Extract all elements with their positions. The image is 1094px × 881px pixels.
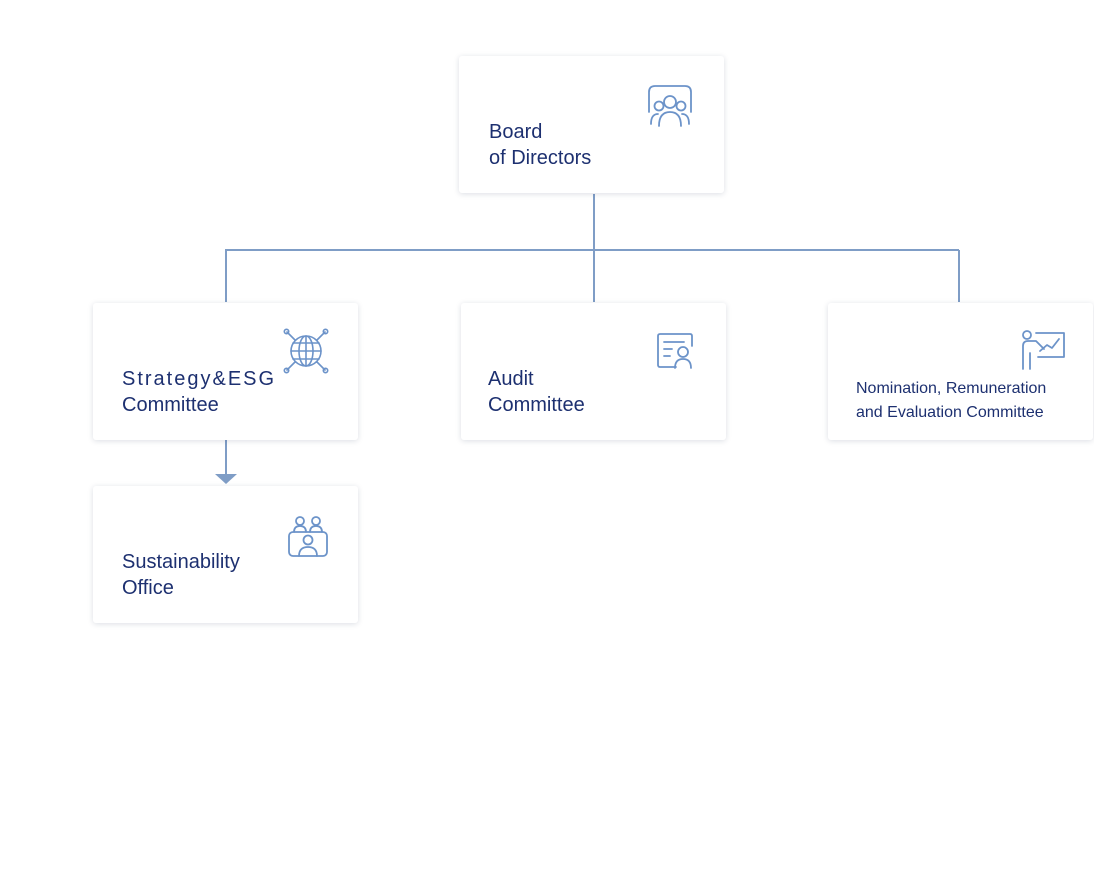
people-group-icon — [645, 84, 695, 128]
node-board-of-directors: Board of Directors — [459, 56, 724, 193]
globe-network-icon — [283, 328, 329, 374]
node-label-line-1: Strategy&ESG — [122, 368, 277, 390]
node-label-line-1: Nomination, Remuneration — [856, 380, 1047, 397]
presentation-chart-icon — [1020, 329, 1066, 371]
node-label: Board of Directors — [489, 119, 591, 171]
node-strategy-esg-committee: Strategy&ESG Committee — [93, 303, 358, 440]
node-nomination-committee: Nomination, Remuneration and Evaluation … — [828, 303, 1093, 440]
node-label-line-2: Committee — [488, 394, 585, 416]
node-label-line-1: Board — [489, 121, 543, 143]
node-label-line-1: Sustainability — [122, 551, 240, 573]
node-label-line-2: of Directors — [489, 147, 592, 169]
node-label-line-2: and Evaluation Committee — [856, 404, 1044, 421]
node-label: Audit Committee — [488, 366, 585, 418]
document-search-icon — [656, 332, 694, 370]
node-label-line-2: Committee — [122, 394, 219, 416]
node-label: Sustainability Office — [122, 549, 240, 601]
node-audit-committee: Audit Committee — [461, 303, 726, 440]
node-sustainability-office: Sustainability Office — [93, 486, 358, 623]
node-label: Nomination, Remuneration and Evaluation … — [856, 377, 1046, 425]
node-label-line-2: Office — [122, 577, 174, 599]
team-meeting-icon — [286, 515, 330, 559]
arrow-head — [215, 474, 237, 484]
node-label-line-1: Audit — [488, 368, 534, 390]
node-label: Strategy&ESG Committee — [122, 366, 276, 418]
